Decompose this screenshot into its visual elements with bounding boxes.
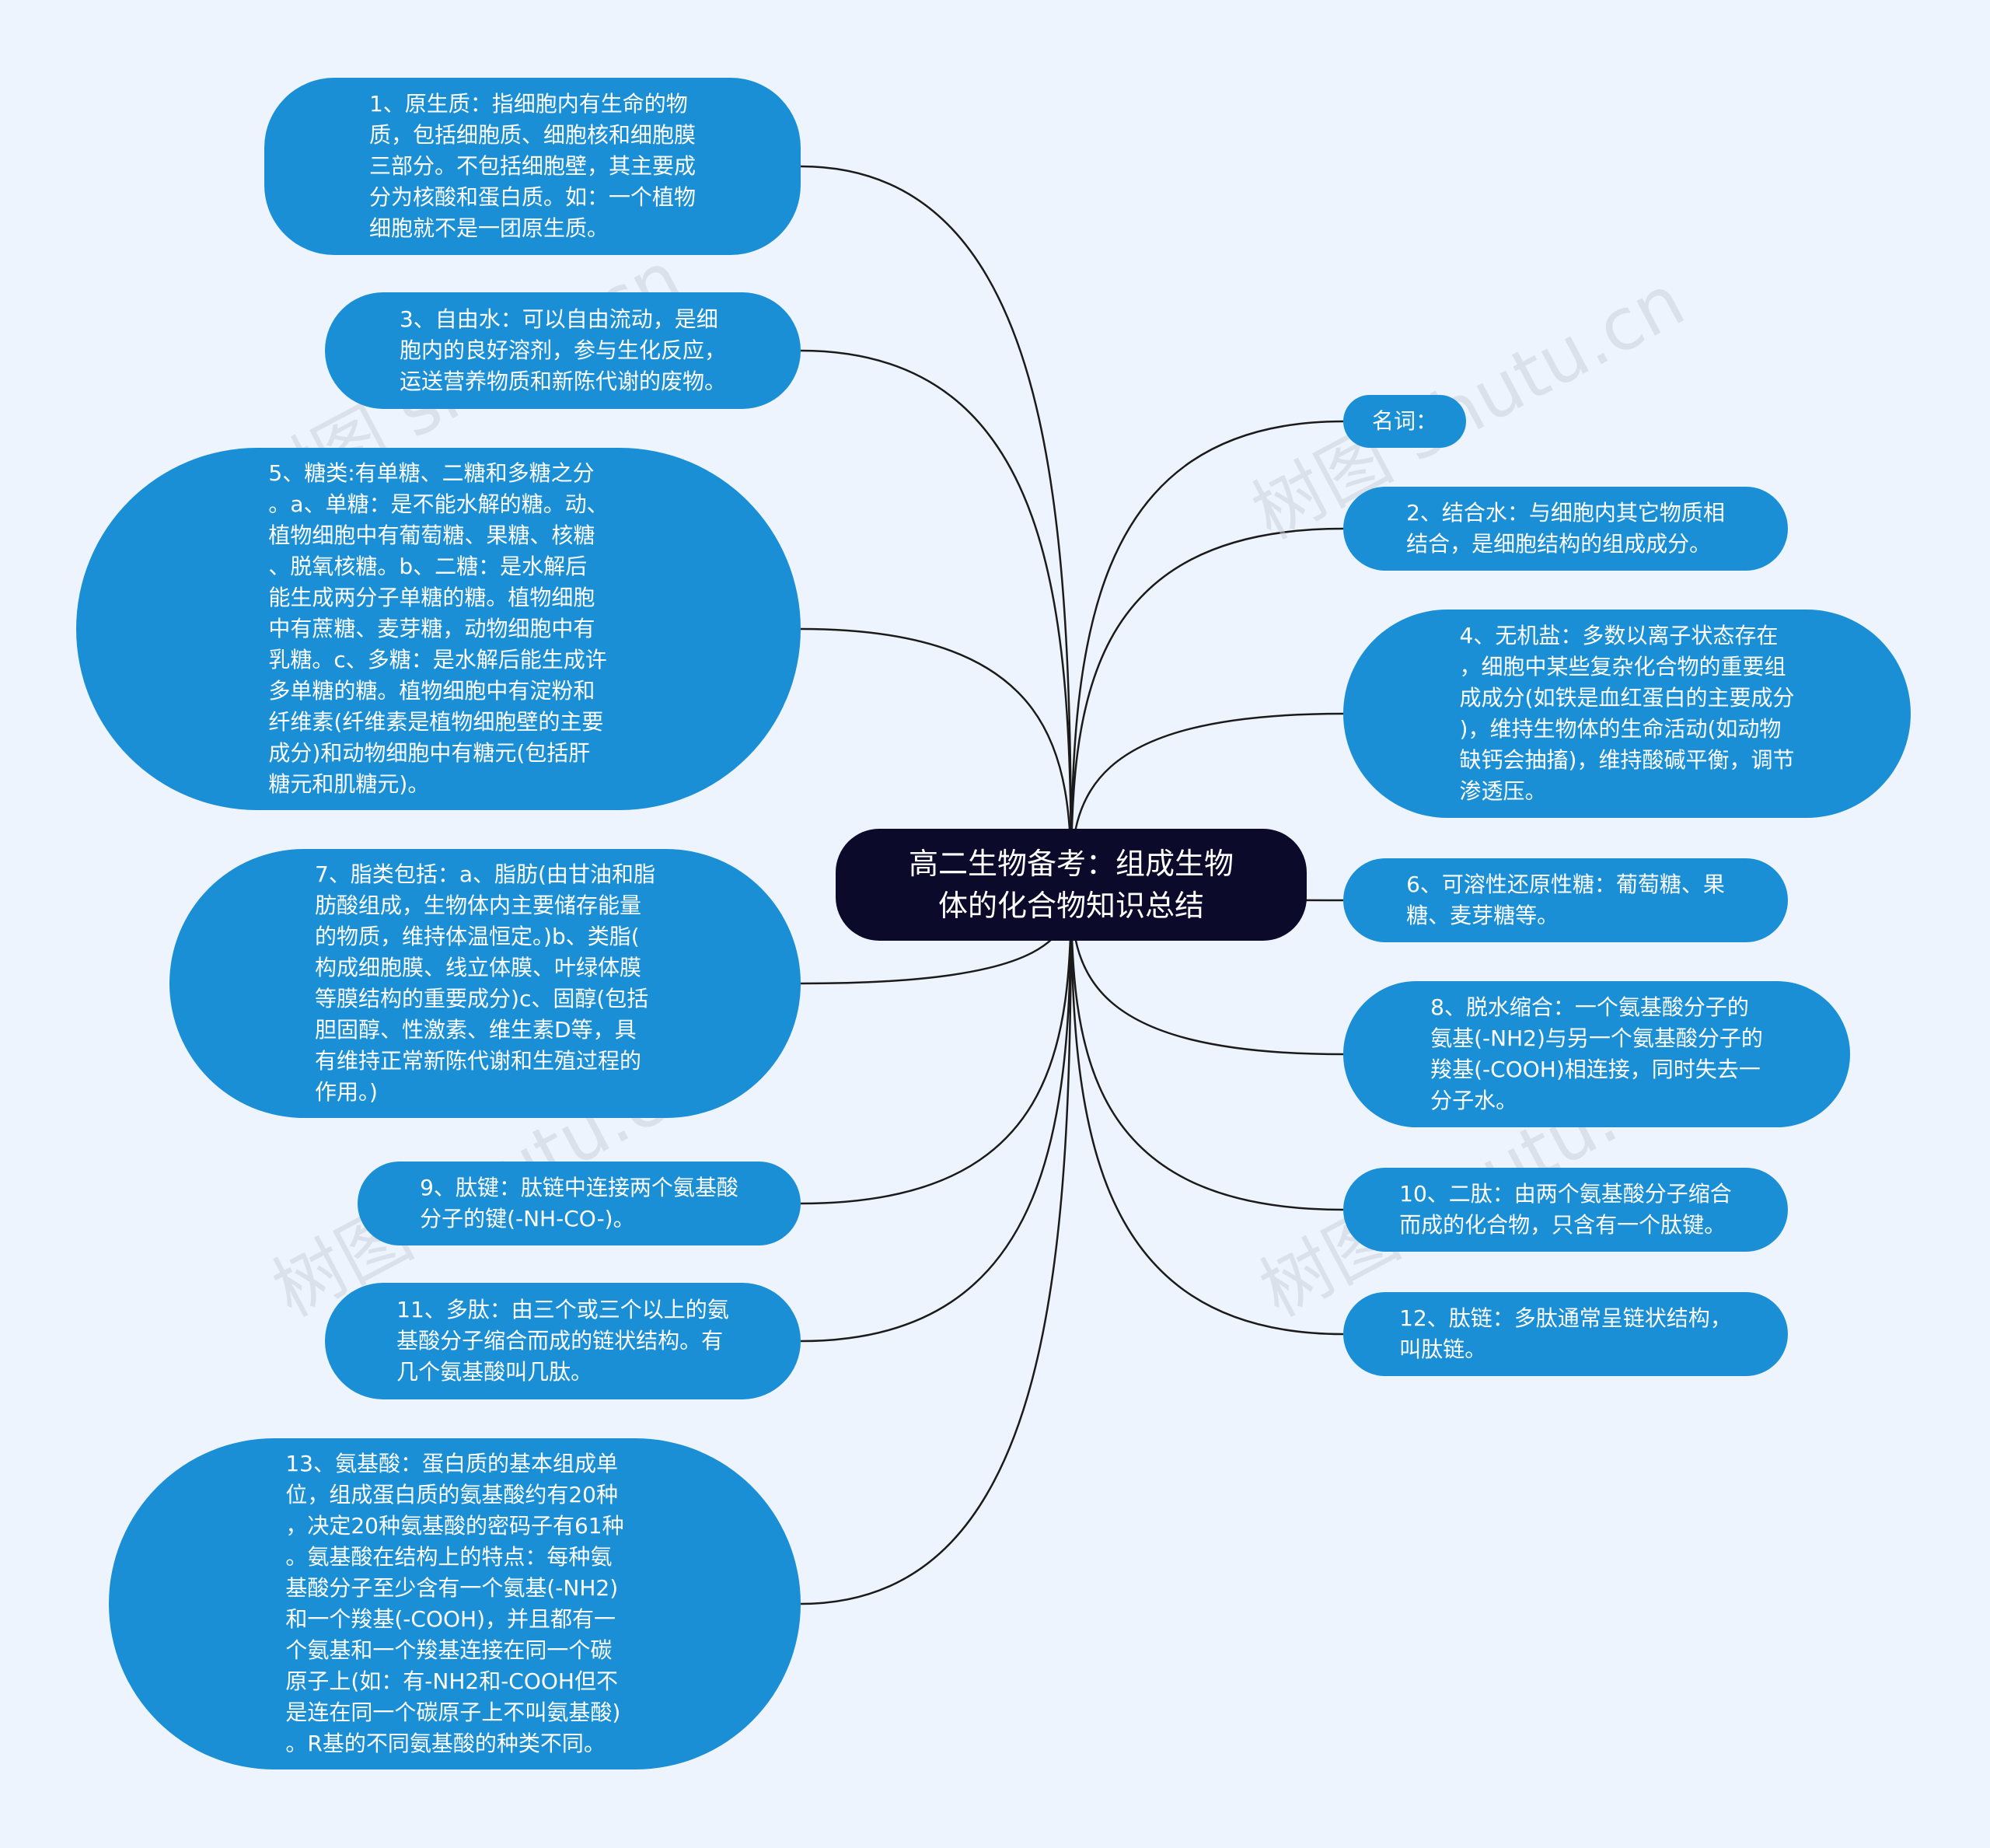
connector-n3 (800, 349, 1073, 886)
topic-protoplasm[interactable]: 1、原生质：指细胞内有生命的物 质，包括细胞质、细胞核和细胞膜 三部分。不包括细… (264, 78, 801, 255)
topic-amino-acid[interactable]: 13、氨基酸：蛋白质的基本组成单 位，组成蛋白质的氨基酸约有20种 ，决定20种… (109, 1438, 801, 1769)
topic-label: 1、原生质：指细胞内有生命的物 质，包括细胞质、细胞核和细胞膜 三部分。不包括细… (368, 91, 696, 241)
connector-n0 (1070, 420, 1344, 886)
topic-label: 2、结合水：与细胞内其它物质相 结合，是细胞结构的组成成分。 (1406, 500, 1725, 557)
topic-label: 名词： (1371, 408, 1437, 434)
topic-dehydration-condensation[interactable]: 8、脱水缩合：一个氨基酸分子的 氨基(-NH2)与另一个氨基酸分子的 羧基(-C… (1343, 981, 1850, 1127)
topic-free-water[interactable]: 3、自由水：可以自由流动，是细 胞内的良好溶剂，参与生化反应， 运送营养物质和新… (325, 292, 801, 409)
topic-label: 3、自由水：可以自由流动，是细 胞内的良好溶剂，参与生化反应， 运送营养物质和新… (399, 306, 726, 394)
topic-polypeptide[interactable]: 11、多肽：由三个或三个以上的氨 基酸分子缩合而成的链状结构。有 几个氨基酸叫几… (325, 1283, 801, 1399)
topic-bound-water[interactable]: 2、结合水：与细胞内其它物质相 结合，是细胞结构的组成成分。 (1343, 487, 1788, 571)
connector-n13 (800, 884, 1073, 1605)
topic-label: 13、氨基酸：蛋白质的基本组成单 位，组成蛋白质的氨基酸约有20种 ，决定20种… (285, 1451, 624, 1756)
topic-label: 5、糖类:有单糖、二糖和多糖之分 。a、单糖：是不能水解的糖。动、 植物细胞中有… (268, 460, 609, 797)
topic-dipeptide[interactable]: 10、二肽：由两个氨基酸分子缩合 而成的化合物，只含有一个肽键。 (1343, 1168, 1788, 1252)
topic-label: 9、肽键：肽链中连接两个氨基酸 分子的键(-NH-CO-)。 (420, 1175, 738, 1231)
connector-n11 (800, 884, 1073, 1343)
topic-inorganic-salts[interactable]: 4、无机盐：多数以离子状态存在 ，细胞中某些复杂化合物的重要组 成成分(如铁是血… (1343, 610, 1911, 818)
topic-carbohydrates[interactable]: 5、糖类:有单糖、二糖和多糖之分 。a、单糖：是不能水解的糖。动、 植物细胞中有… (76, 448, 801, 810)
connector-n1 (800, 165, 1073, 886)
topic-lipids[interactable]: 7、脂类包括：a、脂肪(由甘油和脂 肪酸组成，生物体内主要储存能量 的物质，维持… (169, 849, 801, 1118)
topic-label: 6、可溶性还原性糖：葡萄糖、果 糖、麦芽糖等。 (1406, 872, 1725, 928)
topic-terms[interactable]: 名词： (1343, 395, 1466, 448)
topic-peptide-chain[interactable]: 12、肽链：多肽通常呈链状结构， 叫肽链。 (1343, 1292, 1788, 1376)
topic-reducing-sugars[interactable]: 6、可溶性还原性糖：葡萄糖、果 糖、麦芽糖等。 (1343, 858, 1788, 942)
topic-label: 12、肽链：多肽通常呈链状结构， 叫肽链。 (1399, 1305, 1732, 1362)
connector-n12 (1070, 884, 1344, 1336)
topic-label: 8、脱水缩合：一个氨基酸分子的 氨基(-NH2)与另一个氨基酸分子的 羧基(-C… (1430, 994, 1763, 1113)
topic-label: 11、多肽：由三个或三个以上的氨 基酸分子缩合而成的链状结构。有 几个氨基酸叫几… (396, 1297, 729, 1385)
central-topic-label: 高二生物备考：组成生物 体的化合物知识总结 (908, 847, 1234, 923)
connector-n2 (1070, 527, 1344, 886)
topic-label: 4、无机盐：多数以离子状态存在 ，细胞中某些复杂化合物的重要组 成成分(如铁是血… (1459, 623, 1795, 804)
topic-label: 7、脂类包括：a、脂肪(由甘油和脂 肪酸组成，生物体内主要储存能量 的物质，维持… (315, 861, 655, 1105)
topic-label: 10、二肽：由两个氨基酸分子缩合 而成的化合物，只含有一个肽键。 (1399, 1181, 1732, 1238)
topic-peptide-bond[interactable]: 9、肽键：肽链中连接两个氨基酸 分子的键(-NH-CO-)。 (358, 1162, 801, 1245)
central-topic[interactable]: 高二生物备考：组成生物 体的化合物知识总结 (836, 829, 1307, 941)
